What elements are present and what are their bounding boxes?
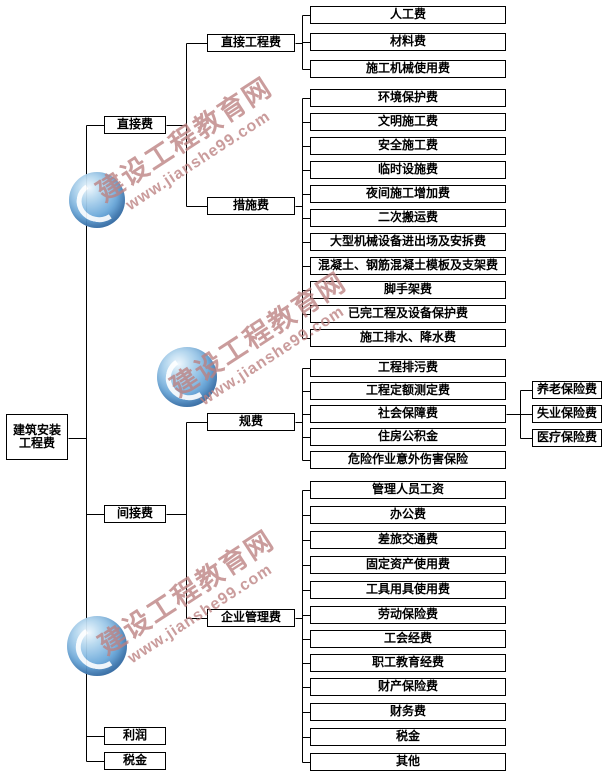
- node-tools-usage-fee: 工具用具使用费: [310, 581, 506, 599]
- node-temporary-facilities-fee: 临时设施费: [310, 161, 506, 179]
- node-management-staff-wages: 管理人员工资: [310, 481, 506, 499]
- node-social-security-fee: 社会保障费: [310, 405, 506, 423]
- node-labor-cost: 人工费: [310, 6, 506, 24]
- node-enterprise-management-fee: 企业管理费: [207, 609, 295, 627]
- node-secondary-handling-fee: 二次搬运费: [310, 209, 506, 227]
- node-tax: 税金: [104, 752, 166, 770]
- node-completed-works-protection-fee: 已完工程及设备保护费: [310, 305, 506, 323]
- node-fixed-assets-usage-fee: 固定资产使用费: [310, 556, 506, 574]
- node-night-construction-fee: 夜间施工增加费: [310, 185, 506, 203]
- node-civilized-construction-fee: 文明施工费: [310, 113, 506, 131]
- node-travel-transport-fee: 差旅交通费: [310, 531, 506, 549]
- node-housing-fund: 住房公积金: [310, 428, 506, 446]
- node-scaffolding-fee: 脚手架费: [310, 281, 506, 299]
- node-material-cost: 材料费: [310, 33, 506, 51]
- node-union-funds: 工会经费: [310, 630, 506, 648]
- node-large-equipment-mobilization-fee: 大型机械设备进出场及安拆费: [310, 233, 506, 251]
- node-finance-fee: 财务费: [310, 703, 506, 721]
- node-labor-insurance-fee: 劳动保险费: [310, 606, 506, 624]
- node-medical-insurance: 医疗保险费: [532, 429, 602, 447]
- node-management-tax: 税金: [310, 728, 506, 746]
- node-safety-construction-fee: 安全施工费: [310, 137, 506, 155]
- node-measures-cost: 措施费: [207, 197, 295, 215]
- node-root: 建筑安装工程费: [6, 414, 68, 460]
- node-other: 其他: [310, 753, 506, 771]
- node-indirect-cost: 间接费: [104, 505, 166, 523]
- node-profit: 利润: [104, 727, 166, 745]
- node-drainage-dewatering-fee: 施工排水、降水费: [310, 329, 506, 347]
- node-environmental-protection-fee: 环境保护费: [310, 89, 506, 107]
- node-regulation-fees: 规费: [207, 413, 295, 431]
- node-concrete-formwork-fee: 混凝土、钢筋混凝土模板及支架费: [310, 257, 506, 275]
- node-direct-engineering-cost: 直接工程费: [207, 34, 295, 52]
- node-direct-cost: 直接费: [104, 116, 166, 134]
- node-quota-determination-fee: 工程定额测定费: [310, 382, 506, 400]
- node-office-fee: 办公费: [310, 506, 506, 524]
- node-sewage-fee: 工程排污费: [310, 359, 506, 377]
- node-staff-education-funds: 职工教育经费: [310, 654, 506, 672]
- node-machinery-usage-fee: 施工机械使用费: [310, 60, 506, 78]
- node-hazardous-work-insurance: 危险作业意外伤害保险: [310, 451, 506, 469]
- node-pension-insurance: 养老保险费: [532, 381, 602, 399]
- node-unemployment-insurance: 失业保险费: [532, 405, 602, 423]
- node-property-insurance-fee: 财产保险费: [310, 678, 506, 696]
